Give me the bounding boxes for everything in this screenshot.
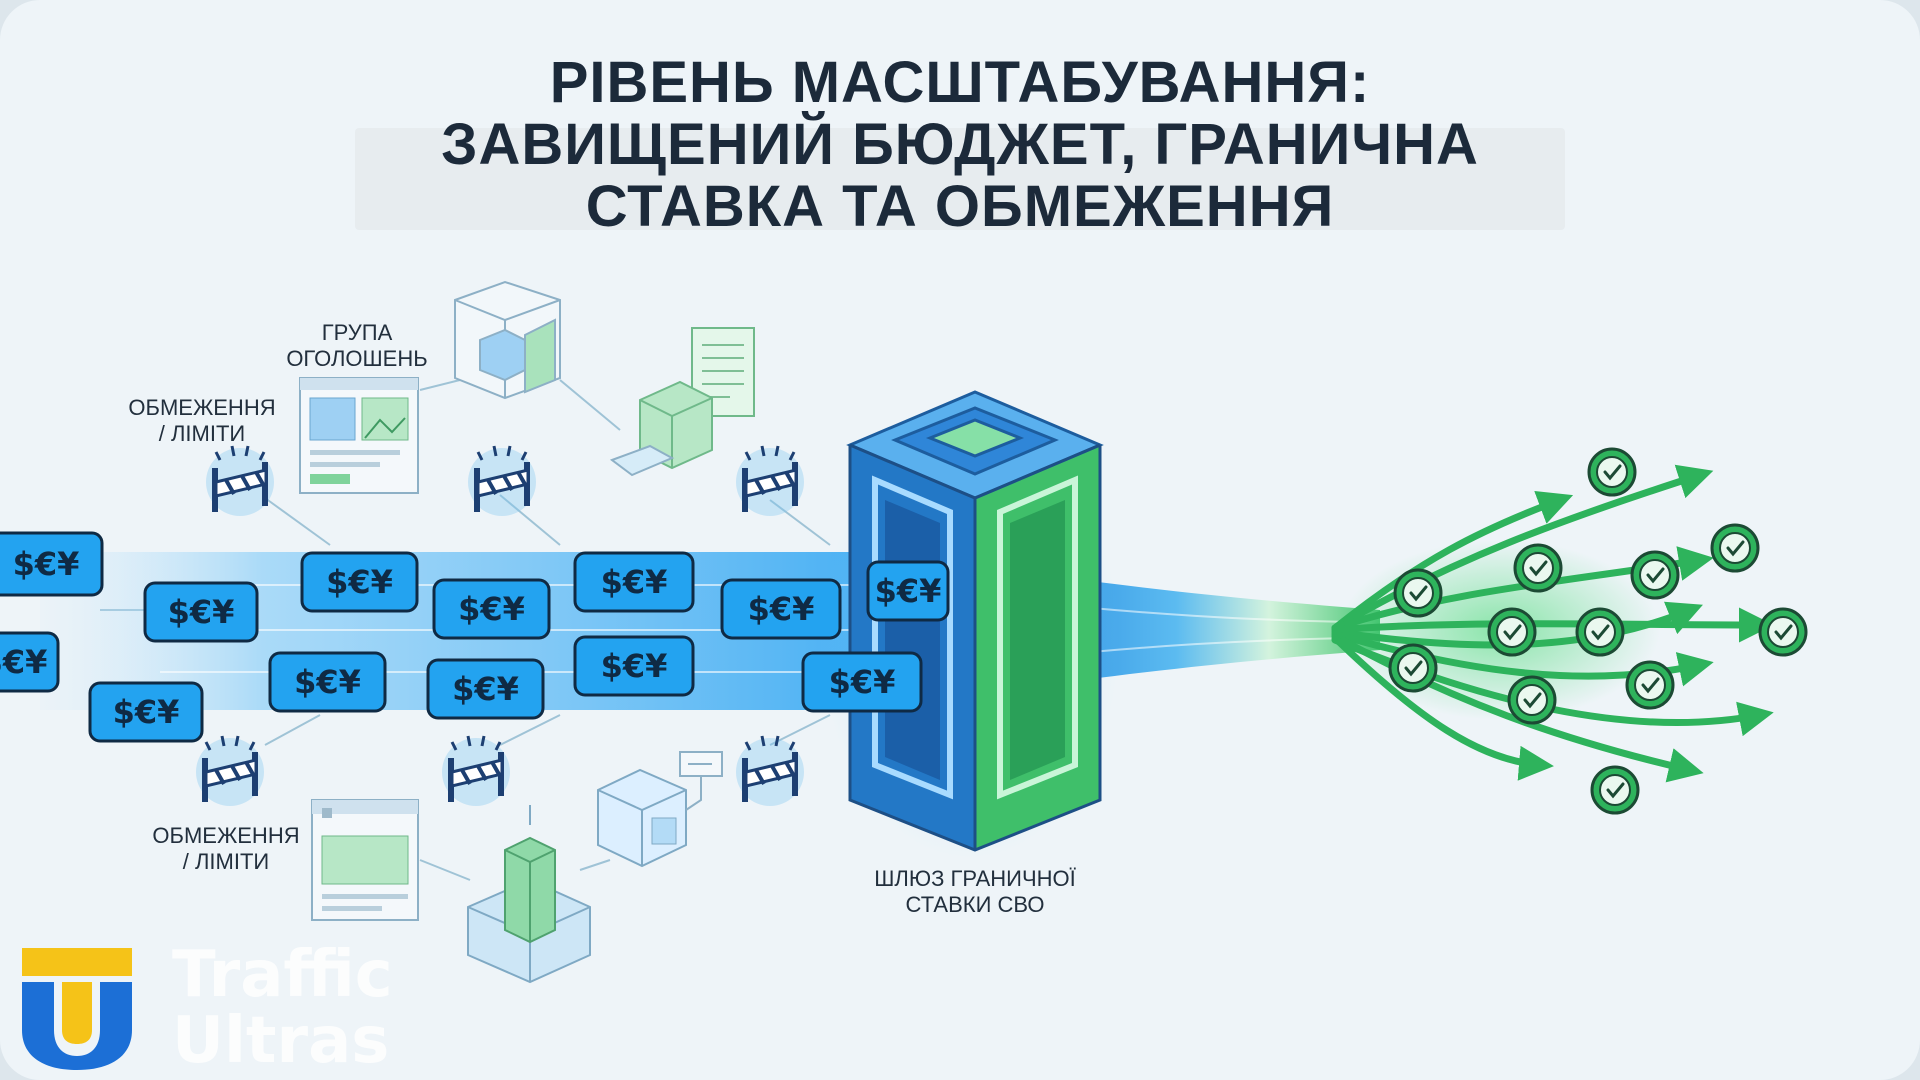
check-badge-icon xyxy=(1393,568,1443,618)
check-badge-icon xyxy=(1590,765,1640,815)
gateway-label-line-2: СТАВКИ СВО xyxy=(905,892,1045,917)
currency-chip: $€¥ xyxy=(573,635,695,697)
currency-chip-label: $€¥ xyxy=(601,647,668,685)
currency-chip: $€¥ xyxy=(0,631,60,693)
title-line-1: РІВЕНЬ МАСШТАБУВАННЯ: xyxy=(549,50,1371,115)
currency-chip: $€¥ xyxy=(573,551,695,613)
brand-name-line-1: Traffic xyxy=(172,938,393,1012)
barrier-icon xyxy=(736,735,804,806)
check-badge-icon xyxy=(1487,607,1537,657)
success-check-badges xyxy=(1388,447,1808,815)
currency-chip-label: $€¥ xyxy=(294,663,361,701)
ad-group-label-line-2: ОГОЛОШЕНЬ xyxy=(286,346,428,371)
currency-chip-label: $€¥ xyxy=(113,693,180,731)
currency-chip: $€¥ xyxy=(432,578,551,640)
gateway-label: ШЛЮЗ ГРАНИЧНОЇ СТАВКИ СВО xyxy=(835,866,1115,918)
currency-chip: $€¥ xyxy=(300,551,419,613)
title-line-3: СТАВКА ТА ОБМЕЖЕННЯ xyxy=(585,174,1335,239)
currency-chip-label: $€¥ xyxy=(168,593,235,631)
document-stack-illustration xyxy=(609,327,755,477)
currency-chip-label: $€¥ xyxy=(326,563,393,601)
currency-chip-label: $€¥ xyxy=(458,590,525,628)
currency-chip: $€¥ xyxy=(801,651,923,713)
limits-label-bottom-line-2: / ЛІМІТИ xyxy=(182,849,270,874)
cbo-bid-gateway xyxy=(820,390,1120,860)
barrier-icon xyxy=(468,445,536,516)
barrier-icon xyxy=(442,735,510,806)
gateway-label-line-1: ШЛЮЗ ГРАНИЧНОЇ xyxy=(874,866,1076,891)
currency-chip-label: $€¥ xyxy=(748,590,815,628)
currency-chip-label: $€¥ xyxy=(452,670,519,708)
pedestal-block-illustration xyxy=(467,805,591,984)
currency-chip: $€¥ xyxy=(268,651,387,713)
barrier-icon xyxy=(206,445,274,516)
check-badge-icon xyxy=(1710,523,1760,573)
check-badge-icon xyxy=(1507,675,1557,725)
currency-chip-label: $€¥ xyxy=(13,545,80,583)
currency-chip: $€¥ xyxy=(0,531,104,597)
wireframe-cube-illustration xyxy=(454,280,561,400)
check-badge-icon xyxy=(1758,607,1808,657)
limits-label-top: ОБМЕЖЕННЯ / ЛІМІТИ xyxy=(112,395,292,447)
title-highlight-band xyxy=(355,128,1565,230)
currency-chip: $€¥ xyxy=(720,578,842,640)
brand-name-line-2: Ultras xyxy=(172,1004,390,1078)
limits-label-top-line-1: ОБМЕЖЕННЯ xyxy=(128,395,276,420)
ad-window-illustration xyxy=(299,377,419,494)
currency-chip-label: $€¥ xyxy=(601,563,668,601)
currency-chip: $€¥ xyxy=(866,560,950,622)
page-title: РІВЕНЬ МАСШТАБУВАННЯ: ЗАВИЩЕНИЙ БЮДЖЕТ, … xyxy=(0,52,1920,238)
limit-barriers xyxy=(196,445,804,806)
check-badge-icon xyxy=(1587,447,1637,497)
title-line-2: ЗАВИЩЕНИЙ БЮДЖЕТ, ГРАНИЧНА xyxy=(441,112,1479,177)
barrier-icon xyxy=(196,735,264,806)
check-badge-icon xyxy=(1513,543,1563,593)
check-badge-icon xyxy=(1625,660,1675,710)
currency-chip-label: $€¥ xyxy=(0,643,47,681)
currency-chip-label: $€¥ xyxy=(875,572,942,610)
barrier-icon xyxy=(736,445,804,516)
check-badge-icon xyxy=(1630,550,1680,600)
limits-label-top-line-2: / ЛІМІТИ xyxy=(158,421,246,446)
ad-group-label-line-1: ГРУПА xyxy=(321,320,393,345)
check-badge-icon xyxy=(1575,607,1625,657)
browser-window-illustration xyxy=(311,799,419,921)
ad-group-label: ГРУПА ОГОЛОШЕНЬ xyxy=(272,320,442,372)
small-cube-illustration xyxy=(597,751,723,868)
currency-chip-label: $€¥ xyxy=(829,663,896,701)
traffic-ultras-logo-icon xyxy=(22,948,132,1070)
check-badge-icon xyxy=(1388,643,1438,693)
currency-chip: $€¥ xyxy=(143,581,259,643)
limits-label-bottom-line-1: ОБМЕЖЕННЯ xyxy=(152,823,300,848)
brand-wordmark: Traffic Ultras xyxy=(172,942,393,1074)
currency-chip: $€¥ xyxy=(88,681,204,743)
limits-label-bottom: ОБМЕЖЕННЯ / ЛІМІТИ xyxy=(136,823,316,875)
currency-chips: $€¥ $€¥ $€¥ $€¥ $€¥ $€¥ $€¥ $€¥ $€¥ $€¥ $€¥ $€¥ $€¥ xyxy=(0,531,950,743)
currency-chip: $€¥ xyxy=(426,658,545,720)
